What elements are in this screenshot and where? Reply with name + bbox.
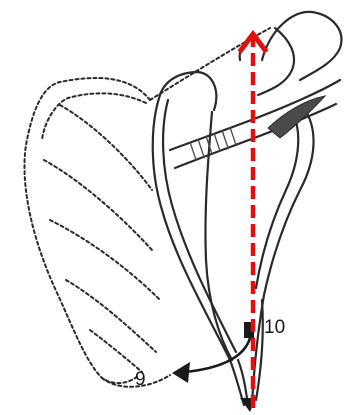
label-ten: 10 [264, 317, 285, 338]
coracoid-outline [258, 28, 294, 95]
dashed-fiber-2 [44, 160, 152, 250]
label-nine: 9 [135, 369, 146, 390]
hatch-4 [214, 133, 220, 151]
acromion-outline [262, 12, 341, 80]
glenoid-curve [160, 72, 216, 110]
rotated-scapula-outline [24, 28, 270, 387]
hatch-1 [190, 142, 196, 160]
spine-shading [190, 127, 236, 160]
dashed-inner-contour [42, 93, 146, 140]
dashed-fiber-3 [50, 220, 160, 300]
dashed-fiber-5 [90, 330, 142, 372]
rotation-arrow-head [172, 362, 190, 383]
lateral-border-inner [256, 112, 298, 288]
hatch-6 [230, 127, 236, 145]
dashed-fiber-1 [60, 105, 152, 190]
hatch-2 [198, 139, 204, 157]
hatch-5 [222, 130, 228, 148]
